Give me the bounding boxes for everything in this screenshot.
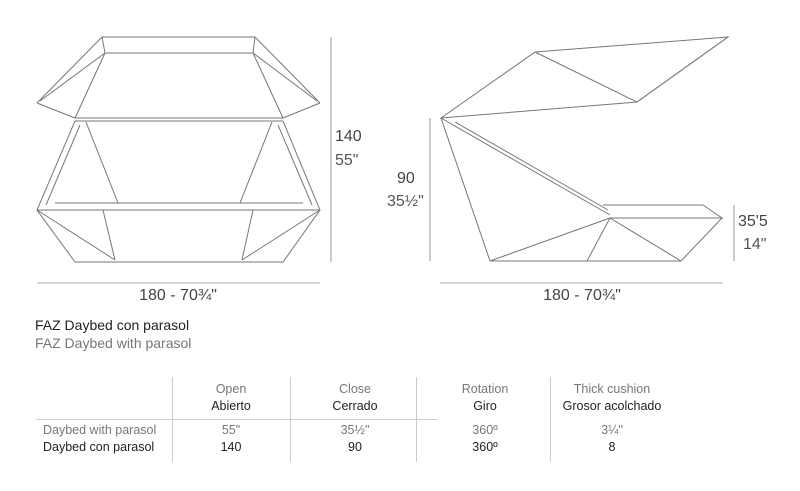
row-label: Daybed con parasol <box>43 440 155 454</box>
cell: 360º <box>472 423 498 437</box>
cell: 3¼" <box>601 423 623 437</box>
col-header-es: Giro <box>473 399 497 413</box>
front-view-drawing <box>36 36 332 284</box>
cell: 360º <box>472 440 498 454</box>
cell: 90 <box>348 440 362 454</box>
front-height-cm: 140 <box>335 128 362 145</box>
cell: 35½" <box>340 423 370 437</box>
col-header-en: Rotation <box>461 382 509 396</box>
col-header-es: Grosor acolchado <box>562 399 662 413</box>
row-label: Daybed with parasol <box>43 423 157 437</box>
front-width: 180 - 70¾" <box>139 287 217 304</box>
side-view-drawing <box>429 36 735 284</box>
table-divider <box>550 377 551 462</box>
col-header-en: Thick cushion <box>573 382 651 396</box>
seat-height-cm: 35'5 <box>738 213 768 230</box>
col-header-es: Cerrado <box>332 399 378 413</box>
col-header-en: Close <box>339 382 371 396</box>
table-header-divider <box>36 419 438 420</box>
product-name-en: FAZ Daybed with parasol <box>35 335 192 351</box>
side-width: 180 - 70¾" <box>543 287 621 304</box>
front-height-in: 55" <box>335 152 359 169</box>
cell: 140 <box>220 440 242 454</box>
side-height-cm: 90 <box>397 170 415 187</box>
cell: 55" <box>221 423 241 437</box>
col-header-es: Abierto <box>211 399 251 413</box>
product-name-es: FAZ Daybed con parasol <box>35 317 190 333</box>
col-header-en: Open <box>215 382 247 396</box>
side-height-in: 35½" <box>387 193 424 210</box>
cell: 8 <box>608 440 616 454</box>
seat-height-in: 14" <box>743 236 767 253</box>
